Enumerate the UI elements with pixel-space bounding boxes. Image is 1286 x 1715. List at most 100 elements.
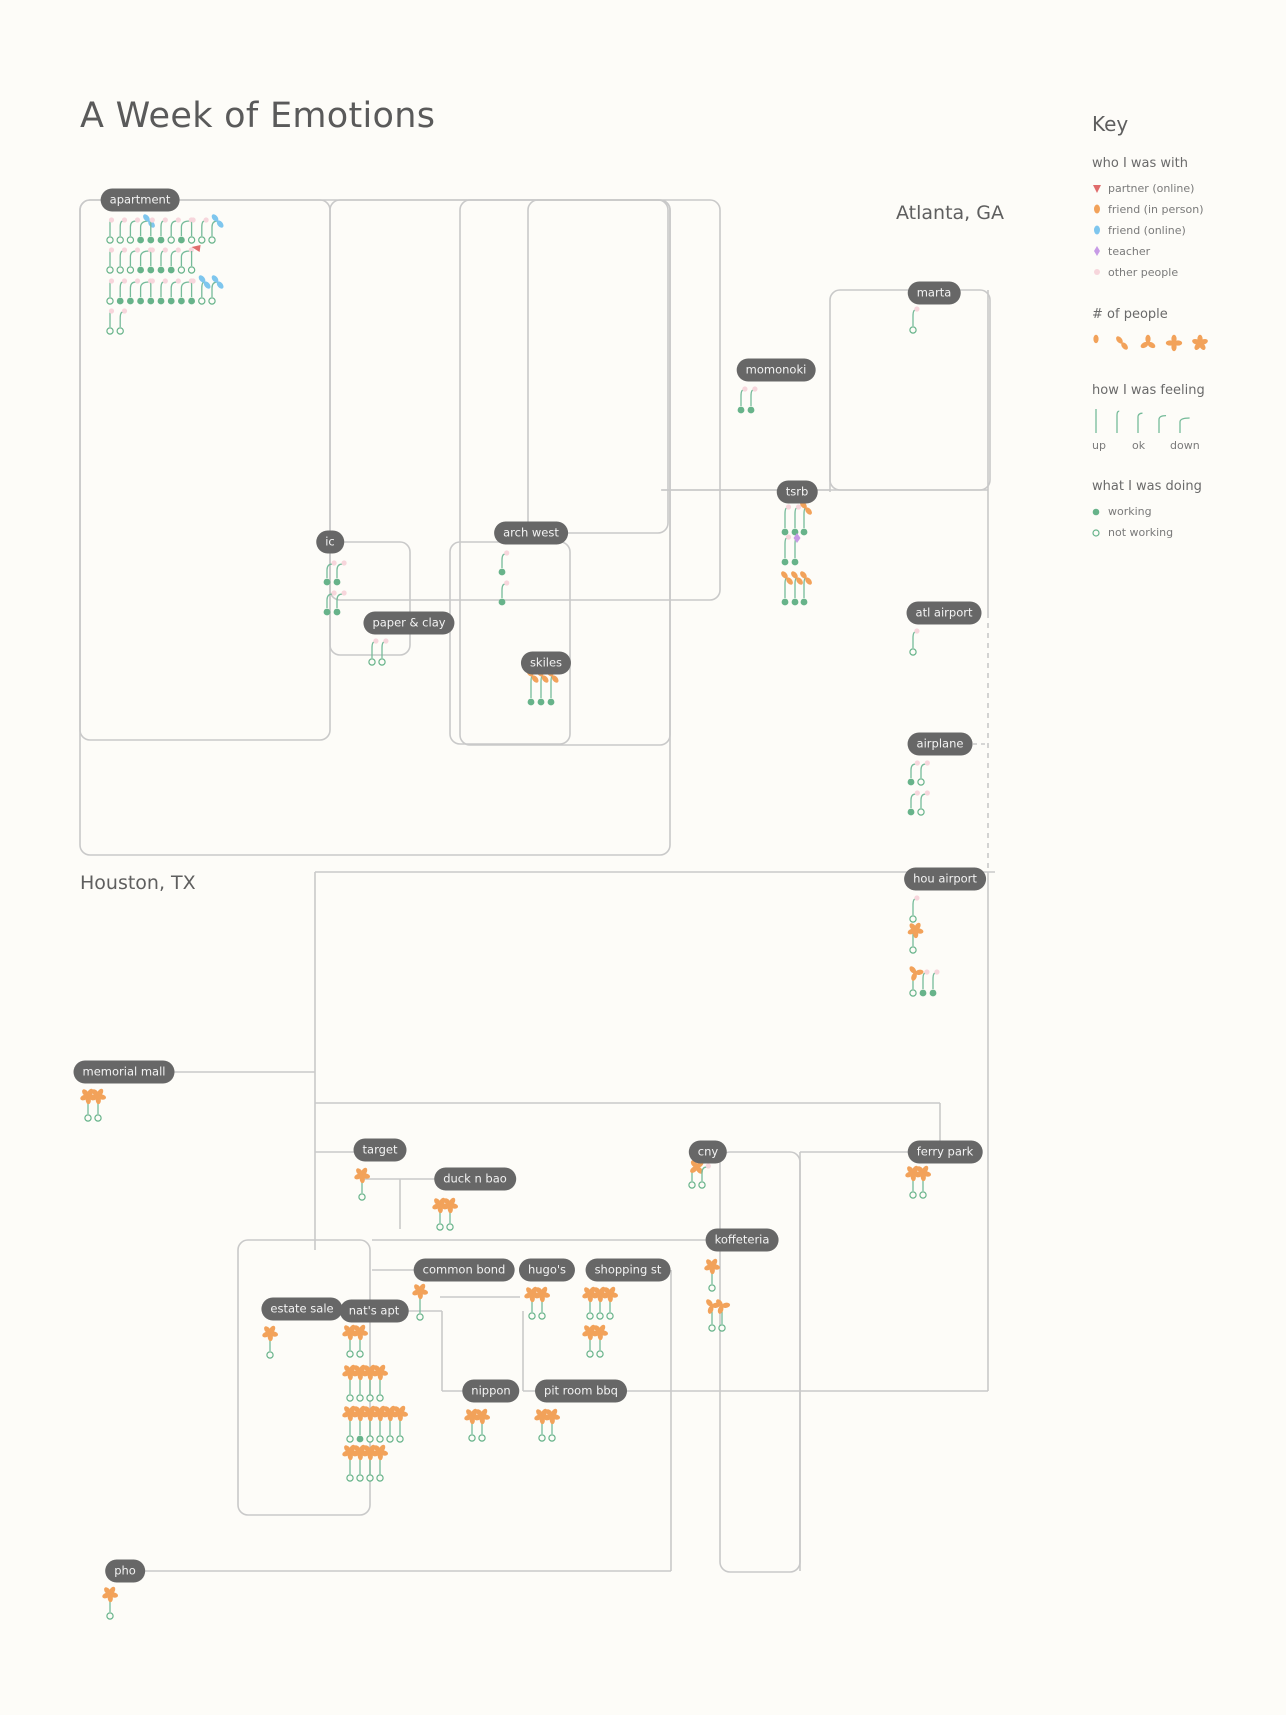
emotion-glyph — [167, 217, 181, 244]
emotion-glyph — [157, 247, 168, 274]
place-estate-sale[interactable]: estate sale — [261, 1297, 343, 1321]
teacher-swatch-icon — [1094, 246, 1100, 256]
key-who-label: other people — [1108, 266, 1179, 279]
place-skiles[interactable]: skiles — [520, 651, 572, 675]
people-count-swatch — [1192, 334, 1208, 350]
feeling-labels: up ok down — [1092, 439, 1272, 455]
emotion-glyph — [909, 966, 924, 997]
emotion-glyph — [362, 1444, 379, 1482]
emotion-glyph — [905, 1165, 922, 1199]
feeling-label-down: down — [1170, 439, 1200, 452]
key-doing-item: working — [1092, 501, 1272, 522]
emotion-glyph — [333, 590, 347, 616]
place-ferry-park[interactable]: ferry park — [907, 1140, 983, 1164]
emotion-glyph — [909, 895, 920, 923]
feeling-label-ok: ok — [1132, 439, 1146, 452]
place-common-bond[interactable]: common bond — [413, 1258, 515, 1282]
key-who-label: partner (online) — [1108, 182, 1195, 195]
not-working-dot-icon — [1092, 529, 1100, 537]
place-momonoki[interactable]: momonoki — [736, 358, 816, 382]
emotion-glyph — [909, 628, 920, 656]
emotion-glyph — [177, 247, 194, 274]
place-nats-apt[interactable]: nat's apt — [339, 1299, 409, 1323]
emotion-glyph — [208, 275, 224, 305]
emotion-glyph — [791, 533, 801, 566]
emotion-glyph — [342, 1405, 359, 1443]
friend-online-swatch-icon — [1094, 225, 1100, 235]
place-memorial-mall[interactable]: memorial mall — [73, 1060, 175, 1084]
emotion-glyph — [352, 1444, 369, 1482]
place-marta[interactable]: marta — [907, 281, 961, 305]
emotion-glyph — [187, 217, 196, 244]
emotion-glyph — [800, 571, 812, 606]
emotion-glyph — [342, 1324, 359, 1358]
emotion-glyph — [90, 1088, 107, 1122]
emotion-glyph — [602, 1286, 619, 1320]
emotion-glyph — [534, 1408, 551, 1442]
emotion-glyph — [362, 1405, 379, 1443]
people-count-scale-icon — [1093, 334, 1208, 352]
feeling-stem — [1179, 417, 1190, 433]
key-feeling-section: how I was feeling up ok down — [1092, 383, 1272, 455]
emotion-glyph — [474, 1408, 491, 1442]
city-label-atlanta: Atlanta, GA — [896, 202, 1004, 224]
place-target[interactable]: target — [353, 1138, 407, 1162]
emotion-glyph — [791, 504, 802, 536]
emotion-glyph — [907, 922, 924, 954]
place-cny[interactable]: cny — [688, 1140, 728, 1164]
emotion-glyph — [323, 560, 337, 586]
place-paper-clay[interactable]: paper & clay — [363, 611, 455, 635]
emotion-glyph — [208, 214, 224, 244]
emotion-glyph — [716, 1299, 731, 1332]
emotion-glyph — [333, 560, 347, 586]
emotion-glyph — [582, 1286, 599, 1320]
place-apartment[interactable]: apartment — [100, 188, 180, 212]
emotion-glyph — [352, 1324, 369, 1358]
place-airplane[interactable]: airplane — [907, 732, 973, 756]
emotion-glyph — [147, 278, 155, 305]
feeling-scale-icon — [1095, 409, 1190, 433]
place-ic[interactable]: ic — [316, 530, 344, 554]
emotion-glyph — [106, 217, 115, 244]
place-arch-west[interactable]: arch west — [494, 521, 568, 545]
emotion-glyph — [412, 1283, 429, 1321]
emotion-glyph — [102, 1586, 119, 1620]
emotion-glyph — [781, 571, 793, 606]
people-count-swatch — [1140, 334, 1156, 349]
page-title: A Week of Emotions — [80, 96, 436, 136]
feeling-stem — [1137, 412, 1143, 433]
place-shopping-st[interactable]: shopping st — [585, 1258, 671, 1282]
emotion-glyph — [126, 247, 141, 274]
emotion-glyph — [378, 638, 389, 666]
emotion-glyph — [544, 1408, 561, 1442]
other-people-swatch-icon — [1094, 269, 1100, 275]
emotion-glyph — [781, 504, 792, 536]
emotion-glyph — [791, 571, 803, 606]
emotion-glyph — [498, 580, 510, 606]
emotion-glyph — [187, 245, 201, 274]
key-people-heading: # of people — [1092, 307, 1168, 322]
emotion-glyph — [106, 278, 115, 305]
place-hugos[interactable]: hugo's — [518, 1258, 576, 1282]
emotion-glyph — [147, 217, 155, 244]
route-loop — [329, 541, 411, 656]
city-label-houston: Houston, TX — [80, 872, 196, 894]
emotion-glyph — [106, 247, 115, 274]
place-duck-n-bao[interactable]: duck n bao — [434, 1167, 516, 1191]
emotion-glyph — [147, 247, 155, 274]
place-koffeteria[interactable]: koffeteria — [705, 1228, 779, 1252]
place-pit-room-bbq[interactable]: pit room bbq — [535, 1379, 627, 1403]
emotion-glyph — [262, 1325, 279, 1359]
emotion-glyph — [372, 1364, 389, 1402]
place-tsrb[interactable]: tsrb — [776, 480, 818, 504]
place-nippon[interactable]: nippon — [462, 1379, 520, 1403]
feeling-label-up: up — [1092, 439, 1106, 452]
key-who-item: teacher — [1092, 241, 1272, 262]
emotion-glyph — [909, 306, 920, 334]
emotion-glyph — [126, 217, 141, 244]
key-who-section: who I was with partner (online) friend (… — [1092, 156, 1272, 283]
emotion-glyph — [354, 1167, 371, 1201]
place-pho[interactable]: pho — [105, 1559, 145, 1583]
place-atl-airport[interactable]: atl airport — [906, 601, 982, 625]
place-hou-airport[interactable]: hou airport — [904, 867, 986, 891]
